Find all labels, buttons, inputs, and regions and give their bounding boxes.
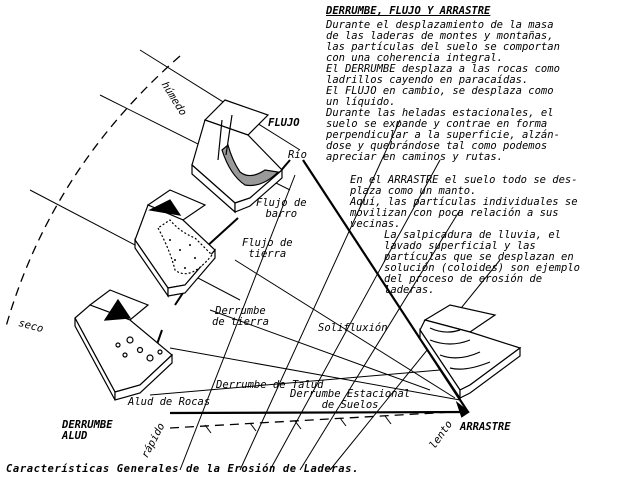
block-arrastre-illustration bbox=[419, 304, 522, 400]
label-derrumbe-estacional: Derrumbe Estacional de Suelos bbox=[290, 388, 411, 411]
vertex-derrumbe: DERRUMBE bbox=[62, 419, 113, 431]
label-solifluxion: Solifluxión bbox=[318, 322, 388, 334]
label-alud-rocas: Alud de Rocas bbox=[128, 396, 211, 408]
vertex-flujo: FLUJO bbox=[268, 117, 300, 129]
coloides-note: La salpicadura de lluvia, el lavado supe… bbox=[384, 229, 580, 296]
intro-paragraph: Durante el desplazamiento de la masa de … bbox=[326, 19, 560, 64]
humidity-scale-arc bbox=[4, 55, 181, 331]
label-flujo-barro: Flujo de barro bbox=[256, 197, 307, 220]
classification-triangle bbox=[169, 159, 470, 418]
heladas-paragraph: Durante las heladas estacionales, el sue… bbox=[326, 107, 560, 163]
block-flujo-illustration bbox=[191, 99, 283, 214]
guide-lines bbox=[29, 49, 501, 471]
flujo-paragraph: El FLUJO en cambio, se desplaza como un … bbox=[326, 85, 554, 108]
block-barro-illustration bbox=[134, 189, 216, 298]
vertex-alud: ALUD bbox=[62, 430, 88, 442]
label-rio: Río bbox=[288, 149, 307, 161]
block-derrumbe-illustration bbox=[74, 289, 173, 401]
label-derrumbe-tierra: Derrumbe de tierra bbox=[212, 305, 269, 328]
label-derrumbe-talud: Derrumbe de Talud bbox=[216, 379, 324, 391]
vertex-arrastre: ARRASTRE bbox=[460, 421, 511, 433]
page-title: DERRUMBE, FLUJO Y ARRASTRE bbox=[326, 5, 491, 17]
speed-scale-ticks bbox=[204, 415, 392, 434]
speed-scale-line bbox=[169, 411, 453, 429]
figure-caption: Características Generales de la Erosión … bbox=[6, 463, 359, 475]
arrastre-note: En el ARRASTRE el suelo todo se des- pla… bbox=[350, 174, 578, 230]
derrumbe-paragraph: El DERRUMBE desplaza a las rocas como la… bbox=[326, 63, 560, 86]
label-flujo-tierra: Flujo de tierra bbox=[242, 237, 293, 260]
